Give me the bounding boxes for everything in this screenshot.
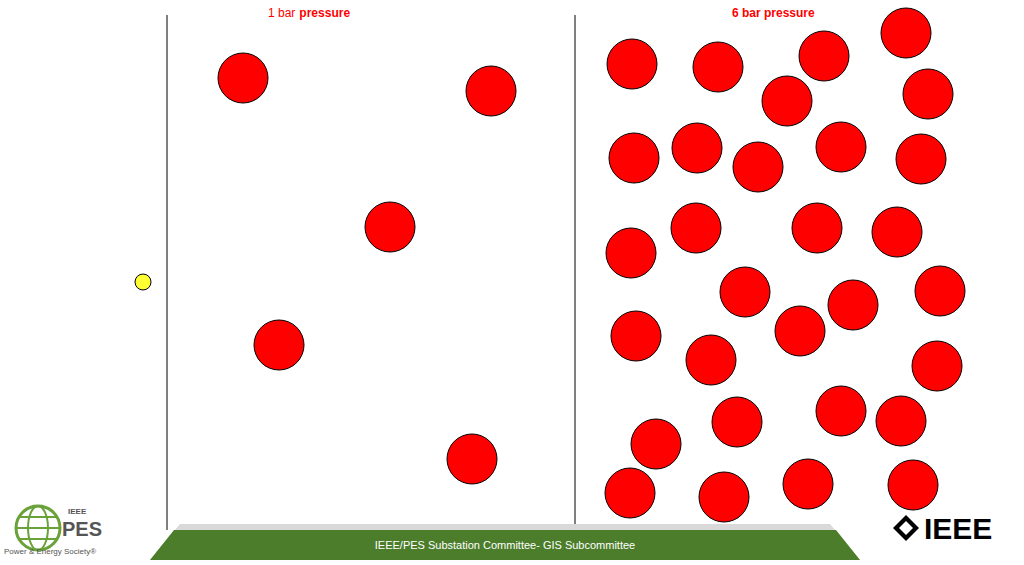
gas-molecule bbox=[872, 207, 922, 257]
banner-text: IEEE/PES Substation Committee- GIS Subco… bbox=[150, 524, 860, 551]
gas-molecule bbox=[828, 280, 878, 330]
gas-molecule bbox=[254, 320, 304, 370]
gas-molecule bbox=[699, 472, 749, 522]
gas-molecule bbox=[881, 8, 931, 58]
gas-molecule bbox=[218, 53, 268, 103]
gas-molecule bbox=[365, 202, 415, 252]
gas-molecule bbox=[783, 459, 833, 509]
gas-molecule bbox=[631, 419, 681, 469]
gas-molecule bbox=[607, 39, 657, 89]
gas-molecule bbox=[912, 341, 962, 391]
gas-molecule bbox=[609, 133, 659, 183]
pes-globe-icon bbox=[16, 506, 60, 550]
gas-molecule bbox=[466, 66, 516, 116]
gas-molecule bbox=[762, 76, 812, 126]
gas-molecule bbox=[915, 266, 965, 316]
gas-molecule bbox=[792, 203, 842, 253]
gas-molecule bbox=[686, 335, 736, 385]
gas-molecule bbox=[605, 468, 655, 518]
pressure-label: pressure bbox=[299, 7, 350, 20]
gas-molecule bbox=[611, 311, 661, 361]
gas-molecule bbox=[903, 69, 953, 119]
gas-molecule bbox=[876, 396, 926, 446]
footer-banner: IEEE/PES Substation Committee- GIS Subco… bbox=[150, 524, 860, 560]
electron-dot bbox=[135, 274, 151, 290]
chamber-wall bbox=[575, 15, 576, 530]
chamber-wall bbox=[167, 15, 168, 530]
gas-molecule bbox=[896, 134, 946, 184]
gas-molecule bbox=[775, 306, 825, 356]
gas-molecule bbox=[447, 434, 497, 484]
gas-molecule bbox=[693, 42, 743, 92]
ieee-diamond-icon bbox=[893, 515, 919, 541]
gas-molecule bbox=[888, 460, 938, 510]
gas-molecule bbox=[606, 228, 656, 278]
gas-molecule bbox=[712, 397, 762, 447]
gas-molecule bbox=[816, 122, 866, 172]
gas-molecule bbox=[816, 386, 866, 436]
logo-text: IEEE bbox=[924, 512, 992, 545]
gas-molecules bbox=[218, 8, 965, 522]
gas-molecule bbox=[799, 31, 849, 81]
logo-text: IEEE bbox=[68, 508, 86, 517]
pressure-label: 1 bar bbox=[268, 7, 295, 20]
logo-text: PES bbox=[62, 518, 102, 540]
gas-molecule bbox=[672, 123, 722, 173]
logo-caption: Power & Energy Society® bbox=[4, 548, 96, 557]
pressure-label: 6 bar pressure bbox=[732, 7, 815, 20]
gas-molecule bbox=[733, 142, 783, 192]
gas-molecule bbox=[671, 203, 721, 253]
gas-molecule bbox=[720, 267, 770, 317]
